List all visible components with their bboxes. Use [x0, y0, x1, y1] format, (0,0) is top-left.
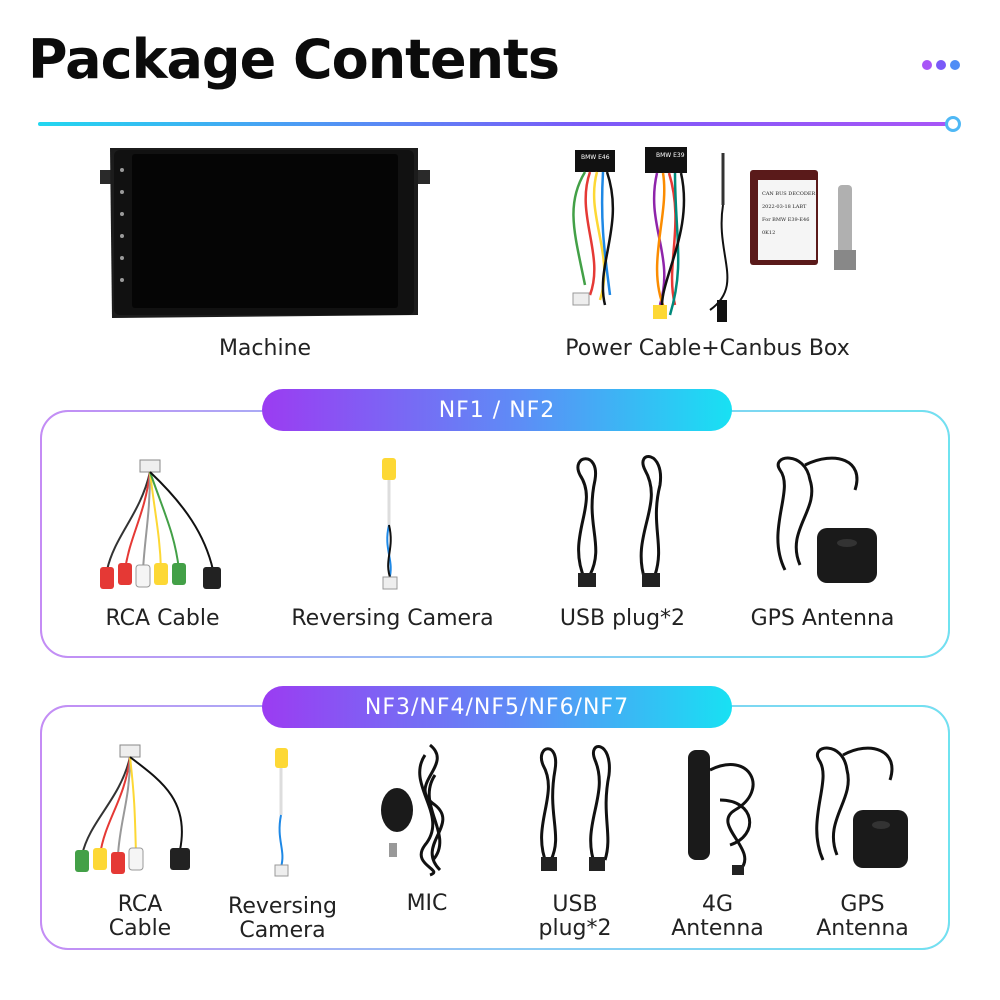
reversing-camera-cable-image	[274, 748, 289, 877]
nf37-gps-antenna-label: GPS Antenna	[800, 892, 925, 942]
canbus-box-line4: 0K12	[762, 230, 775, 236]
nf37-4g-antenna-label: 4G Antenna	[655, 892, 780, 942]
gps-antenna-image	[815, 746, 908, 868]
nf37-mic-label: MIC	[372, 891, 482, 916]
nf37-gps-antenna-line2: Antenna	[816, 916, 909, 942]
section-nf1-nf2-heading: NF1 / NF2	[262, 389, 732, 431]
nf37-reversing-camera-label: Reversing Camera	[210, 894, 355, 944]
nf37-rca-cable-label: RCA Cable	[75, 892, 205, 942]
harness-tag-left: BMW E39	[656, 152, 685, 159]
nf12-usb-plug-label: USB plug*2	[559, 606, 686, 631]
gps-antenna-image	[776, 456, 877, 583]
page-title: Package Contents	[28, 28, 560, 91]
machine-label: Machine	[218, 336, 312, 361]
usb-plug-image	[576, 455, 663, 587]
nf37-usb-plug-line2: plug*2	[538, 916, 612, 942]
more-dots-icon[interactable]	[922, 60, 960, 70]
canbus-box-line3: For BMW E39-E46	[762, 217, 809, 223]
nf37-usb-plug-label: USB plug*2	[515, 892, 635, 942]
nf37-4g-antenna-line2: Antenna	[671, 916, 764, 942]
canbus-box-line1: CAN BUS DECODER	[762, 191, 816, 197]
nf37-rca-cable-line2: Cable	[108, 916, 172, 942]
header-divider	[38, 122, 948, 126]
nf37-reversing-camera-line1: Reversing	[228, 894, 337, 919]
rca-cable-image	[100, 459, 221, 589]
nf37-reversing-camera-line2: Camera	[239, 918, 326, 944]
dot-icon	[922, 60, 932, 70]
nf12-rca-cable-label: RCA Cable	[105, 606, 220, 631]
rca-cable-image	[75, 744, 190, 874]
4g-antenna-image	[688, 750, 755, 875]
head-unit-machine-image	[100, 148, 430, 318]
reversing-camera-cable-image	[382, 458, 398, 590]
nf12-gps-antenna-label: GPS Antenna	[750, 606, 895, 631]
mic-image	[381, 743, 445, 877]
dot-icon	[950, 60, 960, 70]
nf37-mic-line1: MIC	[406, 891, 448, 916]
canbus-box-line2: 2022-03-18 LABT	[762, 204, 807, 210]
usb-plug-image	[539, 745, 611, 871]
nf37-rca-cable-line1: RCA	[117, 892, 163, 917]
nf37-4g-antenna-line1: 4G	[701, 892, 734, 917]
section-nf3-nf7-heading: NF3/NF4/NF5/NF6/NF7	[262, 686, 732, 728]
nf12-reversing-camera-label: Reversing Camera	[291, 606, 494, 631]
nf37-usb-plug-line1: USB	[552, 892, 598, 917]
dot-icon	[936, 60, 946, 70]
power-cable-canbus-image: BMW E39 BMW E46 CAN BUS DECODER 2022-03-…	[572, 147, 856, 322]
power-cable-canbus-label: Power Cable+Canbus Box	[565, 336, 850, 361]
nf37-gps-antenna-line1: GPS	[840, 892, 885, 917]
divider-end-circle-icon	[945, 116, 961, 132]
harness-tag-right: BMW E46	[581, 154, 610, 161]
